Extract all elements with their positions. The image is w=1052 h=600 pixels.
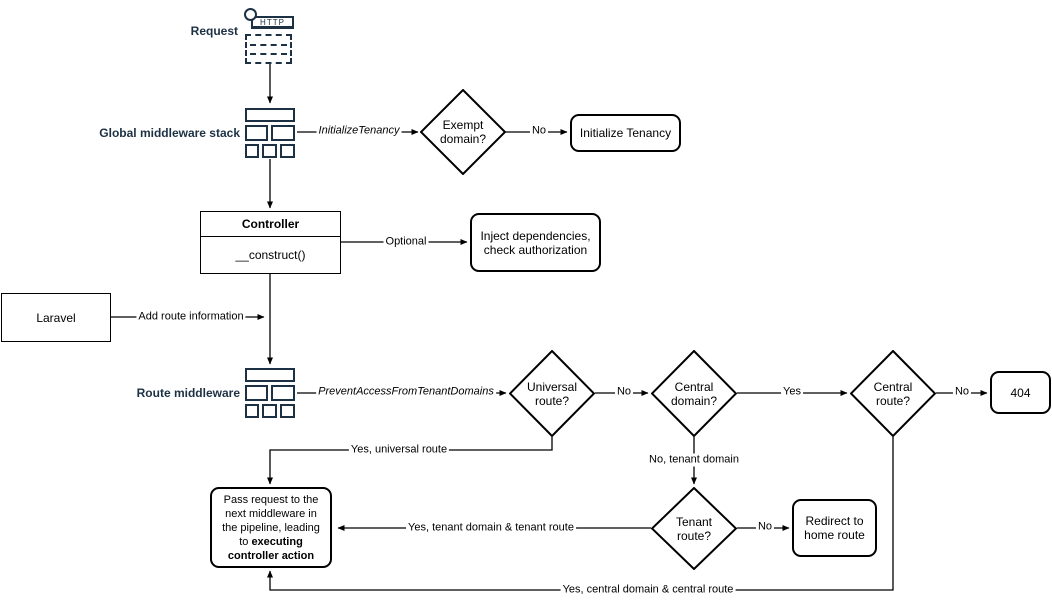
edge-label-initialize-tenancy: InitializeTenancy <box>316 124 402 138</box>
pass-request-text: Pass request to the next middleware in t… <box>222 493 320 562</box>
inject-dependencies-label: Inject dependencies, check authorization <box>480 228 591 257</box>
global-middleware-stack-icon[interactable] <box>245 108 295 158</box>
pass-request-box[interactable]: Pass request to the next middleware in t… <box>210 487 332 568</box>
not-found-404-label: 404 <box>1010 385 1031 400</box>
edge-label-yes-universal-route: Yes, universal route <box>348 443 450 457</box>
edge-label-no-tenant-route: No <box>755 520 775 534</box>
decision-universal-route-label: Universal route? <box>526 379 577 408</box>
not-found-404-box[interactable]: 404 <box>990 371 1051 414</box>
redirect-home-label: Redirect to home route <box>804 514 865 542</box>
decision-tenant-route-label: Tenant route? <box>675 514 713 543</box>
decision-exempt-domain[interactable]: Exempt domain? <box>420 89 506 175</box>
route-middleware-stack-icon[interactable] <box>245 368 295 418</box>
route-middleware-label: Route middleware <box>136 386 240 400</box>
decision-central-route[interactable]: Central route? <box>850 350 936 437</box>
inject-dependencies-box[interactable]: Inject dependencies, check authorization <box>470 213 601 272</box>
edge-label-no-tenant-domain: No, tenant domain <box>647 453 741 467</box>
decision-exempt-domain-label: Exempt domain? <box>439 118 487 146</box>
edge-label-no-exempt: No <box>529 124 549 138</box>
edge-label-no-universal: No <box>614 385 634 399</box>
laravel-box[interactable]: Laravel <box>1 293 111 342</box>
initialize-tenancy-label: Initialize Tenancy <box>579 126 672 140</box>
decision-central-route-label: Central route? <box>873 379 913 408</box>
edge-label-yes-tenant-domain-route: Yes, tenant domain & tenant route <box>406 521 576 535</box>
edge-label-prevent-access: PreventAccessFromTenantDomains <box>316 385 496 399</box>
edge-label-optional: Optional <box>383 235 429 249</box>
laravel-label: Laravel <box>36 310 76 325</box>
edge-label-yes-central-domain-route: Yes, central domain & central route <box>560 583 736 597</box>
edge-label-no-central-route: No <box>952 385 972 399</box>
global-middleware-stack-label: Global middleware stack <box>99 126 240 140</box>
request-label: Request <box>190 24 238 38</box>
edge-label-add-route-information: Add route information <box>136 310 246 324</box>
request-body-dashed-box <box>245 34 292 64</box>
initialize-tenancy-box[interactable]: Initialize Tenancy <box>570 114 681 152</box>
http-bar: HTTP <box>251 16 294 29</box>
controller-construct-method: __construct() <box>235 248 306 262</box>
redirect-home-box[interactable]: Redirect to home route <box>792 499 877 557</box>
decision-tenant-route[interactable]: Tenant route? <box>651 487 737 570</box>
edge-label-yes-central-domain: Yes <box>781 385 803 399</box>
decision-central-domain-label: Central domain? <box>670 379 718 408</box>
request-circle-glyph <box>244 8 257 21</box>
decision-central-domain[interactable]: Central domain? <box>651 350 737 437</box>
controller-class-title: Controller <box>201 212 340 237</box>
decision-universal-route[interactable]: Universal route? <box>509 350 595 437</box>
controller-class-box[interactable]: Controller __construct() <box>200 211 341 274</box>
http-request-icon[interactable]: HTTP <box>243 8 295 64</box>
